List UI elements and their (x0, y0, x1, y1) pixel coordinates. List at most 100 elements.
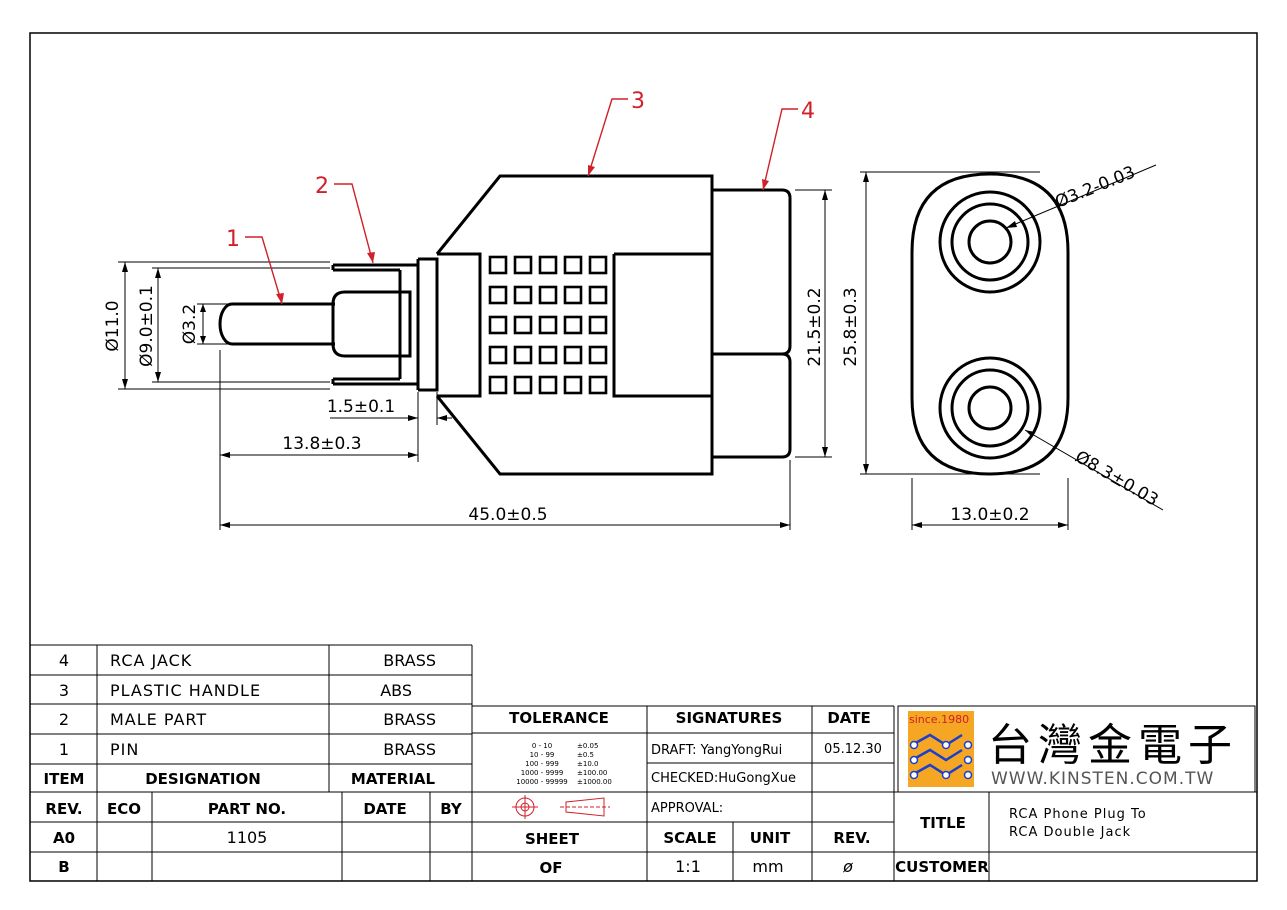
grip-square (563, 285, 583, 305)
grip-square (488, 315, 508, 335)
dim-dia-3-2: Ø3.2 (180, 304, 200, 344)
draft-date: 05.12.30 (824, 742, 882, 757)
bom-header-material: MATERIAL (351, 770, 436, 788)
grip-square (588, 345, 608, 365)
end-dim-arrows (912, 221, 1068, 528)
grip-square (513, 315, 533, 335)
grip-square (588, 315, 608, 335)
dim-dia-3-2-tol: Ø3.2-0.03 (1052, 162, 1138, 212)
scale-label: SCALE (663, 829, 716, 847)
rev-header-date: DATE (363, 800, 406, 818)
bom-mat-2: BRASS (383, 710, 436, 729)
dim-w-13: 13.0±0.2 (950, 505, 1029, 525)
svg-text:±0.05: ±0.05 (577, 742, 598, 750)
grip-square (588, 285, 608, 305)
handle-back (612, 252, 712, 398)
jack-lower (712, 352, 792, 459)
bom-mat-4: BRASS (383, 651, 436, 670)
bom-desig-2: MALE PART (110, 710, 207, 729)
dim-h-21-5: 21.5±0.2 (805, 287, 825, 366)
unit-value: mm (752, 857, 783, 876)
rev-header-by: BY (440, 800, 463, 818)
dim-dia-9: Ø9.0±0.1 (137, 285, 157, 367)
title-line-2: RCA Double Jack (1009, 825, 1131, 840)
grip-square (513, 255, 533, 275)
collar-ring (416, 257, 439, 392)
title-line-1: RCA Phone Plug To (1009, 807, 1147, 822)
leader-arrows (276, 165, 769, 304)
grip-square (538, 285, 558, 305)
bom-item-2: 2 (59, 710, 69, 729)
handle-window (437, 252, 482, 398)
bom-header-designation: DESIGNATION (145, 770, 261, 788)
bom-desig-4: RCA JACK (110, 651, 192, 670)
grip-square (488, 375, 508, 395)
grip-square (488, 345, 508, 365)
rev-label: REV. (833, 829, 870, 847)
grip-square (588, 375, 608, 395)
side-dimensions (118, 171, 1040, 530)
bom-item-3: 3 (59, 681, 69, 700)
grip-square (563, 375, 583, 395)
bom-mat-3: ABS (380, 681, 412, 700)
company-block-grid (894, 705, 1257, 881)
balloon-1: 1 (226, 227, 240, 252)
svg-text:±100.00: ±100.00 (577, 769, 607, 777)
svg-text:±10.0: ±10.0 (577, 760, 598, 768)
bom-item-4: 4 (59, 651, 69, 670)
projection-symbol-icon (512, 795, 610, 819)
leader-lines (245, 98, 798, 305)
of-label: OF (540, 859, 563, 877)
svg-text:0 - 10: 0 - 10 (532, 742, 552, 750)
grip-square (538, 375, 558, 395)
end-dimensions (911, 164, 1164, 530)
balloon-4: 4 (801, 99, 815, 124)
grip-square (563, 345, 583, 365)
sheet-border (29, 32, 1258, 882)
customer-label: CUSTOMER (895, 858, 989, 876)
info-block-grid (472, 705, 895, 881)
collar (400, 290, 412, 358)
dim-dia-11: Ø11.0 (103, 300, 123, 351)
svg-text:1000 - 9999: 1000 - 9999 (521, 769, 564, 777)
svg-text:10 - 99: 10 - 99 (530, 751, 555, 759)
grip-square (538, 345, 558, 365)
company-url: WWW.KINSTEN.COM.TW (991, 769, 1214, 789)
rev-header-partno: PART NO. (208, 800, 286, 818)
balloon-3: 3 (631, 89, 645, 114)
side-dim-arrows (122, 172, 869, 528)
scale-value: 1:1 (675, 857, 701, 876)
dim-len-1-5: 1.5±0.1 (327, 397, 395, 417)
svg-text:±1000.00: ±1000.00 (577, 778, 612, 786)
company-since: since.1980 (909, 713, 969, 726)
svg-text:10000 - 99999: 10000 - 99999 (516, 778, 568, 786)
approval-label: APPROVAL: (651, 801, 723, 816)
pin-shape (218, 302, 335, 346)
company-name: 台灣金電子 (988, 720, 1238, 771)
dim-dia-8-3: Ø8.3±0.03 (1072, 447, 1162, 511)
male-part-shell (331, 263, 418, 386)
grip-square (588, 255, 608, 275)
sheet-label: SHEET (525, 830, 580, 848)
tolerance-table: 0 - 10 10 - 99 100 - 999 1000 - 9999 100… (516, 742, 612, 786)
draft-signature: DRAFT: YangYongRui (651, 743, 782, 758)
rev-row-b: B (58, 858, 69, 876)
rev-header-eco: ECO (107, 800, 141, 818)
grip-square (513, 375, 533, 395)
bom-mat-1: BRASS (383, 740, 436, 759)
svg-text:100 - 999: 100 - 999 (525, 760, 559, 768)
company-logo-icon (908, 711, 974, 787)
bom-desig-3: PLASTIC HANDLE (110, 681, 261, 700)
signatures-label: SIGNATURES (676, 709, 783, 727)
rev-row-a0: A0 (53, 829, 75, 847)
grip-square (513, 345, 533, 365)
grip-square (563, 315, 583, 335)
grip-square (538, 315, 558, 335)
bom-header-item: ITEM (44, 770, 85, 788)
rev-row-a0-partno: 1105 (227, 828, 268, 847)
balloon-2: 2 (315, 174, 329, 199)
unit-label: UNIT (750, 829, 791, 847)
rev-value: ø (842, 857, 853, 876)
side-view (218, 174, 792, 476)
